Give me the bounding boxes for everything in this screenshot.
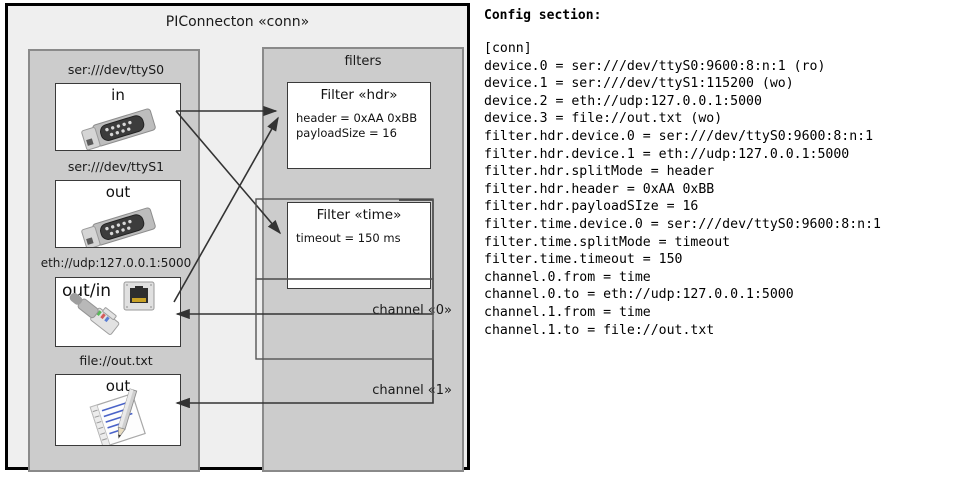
device-io-ttyS1: out [105, 183, 131, 201]
device-box-eth[interactable]: out/in [55, 277, 181, 347]
filters-panel-title: filters [344, 54, 382, 69]
config-heading: Config section: [484, 8, 602, 23]
device-io-ttyS0: in [111, 86, 125, 104]
ethernet-rj45-icon [56, 278, 180, 346]
filter-card-hdr[interactable]: Filter «hdr» header = 0xAA 0xBB payloadS… [287, 82, 431, 169]
filter-card-hdr-title: Filter «hdr» [320, 87, 398, 103]
filter-card-hdr-body: header = 0xAA 0xBB payloadSize = 16 [296, 111, 418, 140]
serial-db9-icon [56, 84, 180, 150]
config-text: [conn] device.0 = ser:///dev/ttyS0:9600:… [484, 41, 881, 338]
file-notepad-icon [56, 375, 180, 445]
device-box-file[interactable]: out [55, 374, 181, 446]
outer-container: PIConnecton «conn» ser:///dev/ttyS0 in [5, 3, 470, 472]
filter-card-time-title: Filter «time» [316, 207, 402, 223]
config-section: Config section: [conn] device.0 = ser://… [482, 0, 964, 484]
devices-panel: ser:///dev/ttyS0 in [28, 49, 200, 472]
device-box-ttyS1[interactable]: out [55, 180, 181, 248]
device-label-ttyS1: ser:///dev/ttyS1 [67, 159, 165, 174]
device-label-file: file://out.txt [79, 353, 153, 368]
filter-card-time-body: timeout = 150 ms [296, 231, 401, 245]
page-title: PIConnecton «conn» [165, 14, 310, 30]
device-label-eth: eth://udp:127.0.0.1:5000 [40, 256, 192, 270]
device-io-file: out [105, 377, 131, 395]
filter-card-time[interactable]: Filter «time» timeout = 150 ms [287, 202, 431, 289]
device-box-ttyS0[interactable]: in [55, 83, 181, 151]
channel-1-label: channel «1» [372, 383, 452, 398]
filters-panel: filters Filter «hdr» header = 0xAA 0xBB … [262, 47, 464, 472]
serial-db9-icon [56, 181, 180, 247]
device-label-ttyS0: ser:///dev/ttyS0 [67, 62, 165, 77]
connector-diagram: PIConnecton «conn» ser:///dev/ttyS0 in [0, 0, 478, 484]
